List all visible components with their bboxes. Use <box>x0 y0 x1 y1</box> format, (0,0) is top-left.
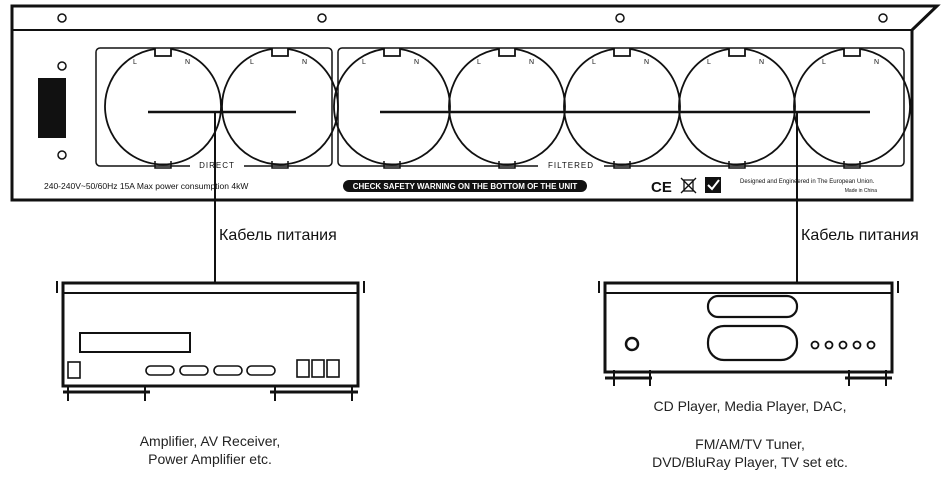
cd-player-power-knob <box>624 336 640 352</box>
outlet-socket-icon: L N <box>793 47 911 169</box>
amplifier-caption-line1: Amplifier, AV Receiver, <box>139 433 281 449</box>
amplifier-button <box>213 365 243 376</box>
cd-player-button <box>810 340 820 350</box>
svg-text:N: N <box>759 59 764 66</box>
panel-outline <box>10 4 941 202</box>
filtered-group-label: FILTERED <box>548 161 594 170</box>
amplifier-button <box>145 365 175 376</box>
amplifier-input-button <box>326 359 340 378</box>
outlet-socket-icon: L N <box>678 47 796 169</box>
cd-player-display <box>706 324 799 362</box>
svg-text:N: N <box>302 59 307 66</box>
made-in-subtext: Made in China <box>845 188 877 194</box>
cable-label-right: Кабель питания <box>801 227 919 244</box>
weee-bin-icon <box>680 177 697 194</box>
cd-player-button <box>838 340 848 350</box>
cd-player-caption-line2: FM/AM/TV Tuner, <box>695 436 805 452</box>
svg-text:L: L <box>250 59 254 66</box>
cd-player-button <box>852 340 862 350</box>
svg-text:N: N <box>874 59 879 66</box>
amplifier-body <box>61 281 360 388</box>
amplifier-display <box>79 332 191 353</box>
checkmark-icon <box>705 177 721 193</box>
ce-mark-icon: CE <box>651 179 672 196</box>
amplifier-device <box>56 281 365 401</box>
filtered-group-frame <box>337 47 905 167</box>
warning-text: CHECK SAFETY WARNING ON THE BOTTOM OF TH… <box>353 182 578 191</box>
outlet-socket-icon: L N <box>563 47 681 169</box>
screw-icon <box>57 13 67 23</box>
amplifier-power-button <box>67 361 81 379</box>
direct-group-label: DIRECT <box>199 161 235 170</box>
screw-icon <box>317 13 327 23</box>
cd-player-device <box>598 281 899 386</box>
svg-text:N: N <box>644 59 649 66</box>
screw-icon <box>57 150 67 160</box>
screw-icon <box>57 61 67 71</box>
svg-text:L: L <box>362 59 366 66</box>
svg-text:L: L <box>133 59 137 66</box>
cd-player-tray <box>706 294 799 319</box>
spec-text: 240-240V~50/60Hz 15A Max power consumpti… <box>44 181 248 191</box>
amplifier-button <box>246 365 276 376</box>
svg-text:N: N <box>414 59 419 66</box>
screw-icon <box>878 13 888 23</box>
cd-player-button <box>824 340 834 350</box>
svg-text:L: L <box>477 59 481 66</box>
cd-player-caption-line3: DVD/BluRay Player, TV set etc. <box>652 454 848 470</box>
outlet-socket-icon: L N <box>221 47 339 169</box>
svg-text:N: N <box>185 59 190 66</box>
made-in-text: Designed and Engineered in The European … <box>740 179 875 185</box>
outlet-socket-icon: L N <box>333 47 451 169</box>
cable-label-left: Кабель питания <box>219 227 337 244</box>
amplifier-caption-line2: Power Amplifier etc. <box>148 451 272 467</box>
cd-player-body <box>603 281 894 374</box>
warning-badge <box>343 180 587 192</box>
outlet-socket-icon: L N <box>448 47 566 169</box>
power-strip-panel: DIRECT FILTERED L N L N L N L N <box>10 4 941 202</box>
amplifier-input-button <box>311 359 325 378</box>
power-inlet-icon <box>38 78 66 138</box>
svg-text:N: N <box>529 59 534 66</box>
amplifier-input-button <box>296 359 310 378</box>
cd-player-button <box>866 340 876 350</box>
svg-text:L: L <box>707 59 711 66</box>
cd-player-caption-line1: CD Player, Media Player, DAC, <box>653 398 847 414</box>
outlet-socket-icon: L N <box>104 47 222 169</box>
svg-text:L: L <box>592 59 596 66</box>
amplifier-button <box>179 365 209 376</box>
svg-text:L: L <box>822 59 826 66</box>
screw-icon <box>615 13 625 23</box>
